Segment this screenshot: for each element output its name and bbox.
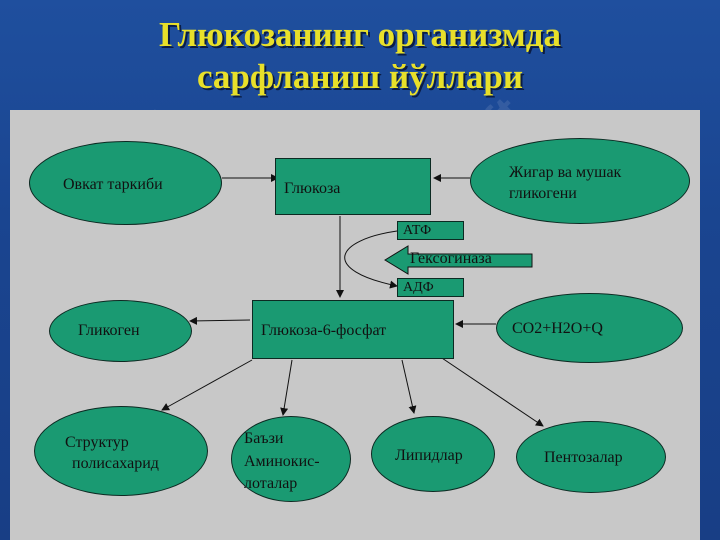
node-ovkat-tarkibi: Овкат таркиби — [29, 141, 222, 225]
edge-g6f-lipidlar — [401, 359, 417, 414]
title-line-2: сарфланиш йўллари — [196, 57, 524, 96]
node-adf: АДФ — [397, 278, 464, 297]
node-glikogen: Гликоген — [49, 300, 192, 362]
node-label-line2: гликогени — [509, 185, 577, 202]
node-bazi-aminokislotalar: Баъзи Аминокис- лоталар — [231, 416, 351, 502]
node-glyukoza-6-fosfat: Глюкоза-6-фосфат — [252, 300, 454, 359]
node-label: АТФ — [403, 223, 432, 238]
node-label: Гексогиназа — [410, 250, 492, 267]
node-jigar-glikogeni: Жигар ва мушак гликогени — [470, 138, 690, 224]
node-label-line1: Структур — [65, 434, 129, 451]
node-geksokinaza: Гексогиназа — [408, 250, 533, 268]
node-atf: АТФ — [397, 221, 464, 240]
edge-g6f-bazi — [280, 359, 293, 416]
node-pentozalar: Пентозалар — [516, 421, 666, 493]
edge-g6f-glikogen — [189, 316, 251, 325]
geksokinaza-arrow-icon — [384, 245, 533, 275]
node-label: АДФ — [403, 280, 434, 295]
edge-g6f-struktur — [161, 359, 253, 411]
node-label-line1: Жигар ва мушак — [509, 164, 622, 181]
node-label-line2: полисахарид — [72, 455, 159, 472]
node-glyukoza: Глюкоза — [275, 158, 431, 215]
node-label: CO2+H2O+Q — [512, 320, 603, 337]
node-label: Глюкоза-6-фосфат — [261, 322, 387, 339]
node-co2-h2o-q: CO2+H2O+Q — [496, 293, 683, 363]
title-line-1: Глюкозанинг организмда — [159, 15, 561, 54]
edge-atf-adf-curve — [344, 230, 398, 289]
node-label: Липидлар — [395, 447, 463, 464]
node-label: Глюкоза — [284, 180, 341, 197]
node-label-line3: лоталар — [244, 475, 298, 492]
node-label: Овкат таркиби — [63, 176, 163, 193]
node-lipidlar: Липидлар — [371, 416, 495, 492]
node-struktur-polisaxarid: Структур полисахарид — [34, 406, 208, 496]
page-title: Глюкозанинг организмда сарфланиш йўллари — [0, 14, 720, 98]
node-label-line2: Аминокис- — [244, 453, 320, 470]
edge-g6f-pentozalar — [429, 349, 544, 427]
node-label: Гликоген — [78, 322, 140, 339]
node-label: Пентозалар — [544, 449, 623, 466]
node-label-line1: Баъзи — [244, 430, 284, 447]
